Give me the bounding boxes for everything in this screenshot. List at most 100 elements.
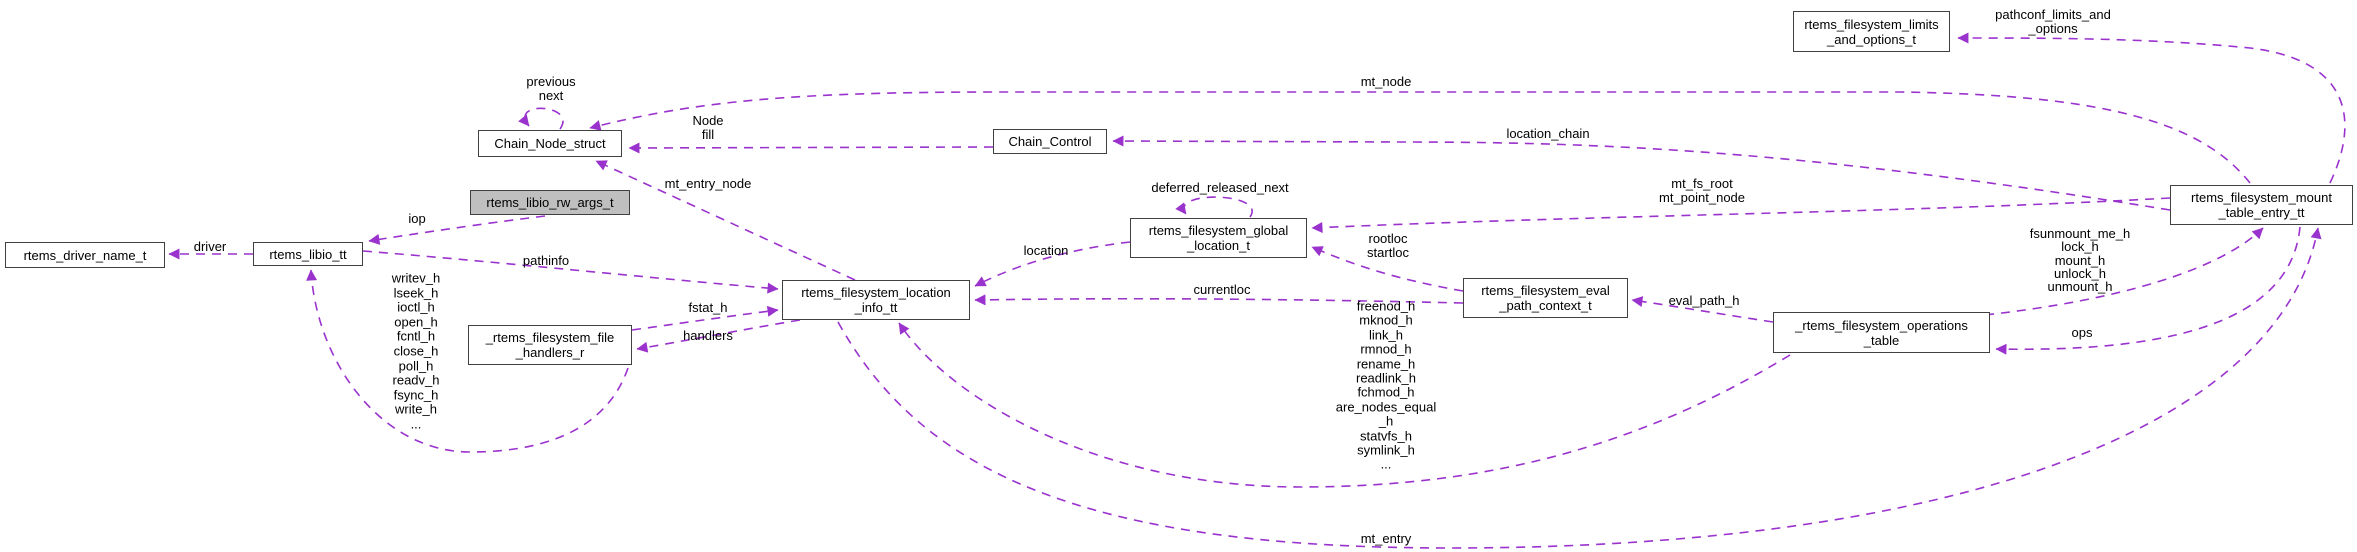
node-label: rtems_libio_rw_args_t <box>486 195 614 210</box>
edge-label-line: mknod_h <box>1359 312 1413 328</box>
edge-label-line: fill <box>701 127 715 142</box>
node-rtems-libio-tt[interactable]: rtems_libio_tt <box>253 242 363 266</box>
edge-label-file-handler-members: writev_h lseek_h ioctl_h open_h fcntl_h … <box>391 270 441 433</box>
node-rtems-filesystem-location-info-tt[interactable]: rtems_filesystem_location _info_tt <box>782 280 970 320</box>
node-label: rtems_filesystem_eval <box>1481 283 1610 298</box>
edge-label-line: symlink_h <box>1357 442 1415 458</box>
edge-label-line: rootloc <box>1368 231 1408 246</box>
edge-handlers <box>636 319 801 353</box>
edge-label-line: are_nodes_equal <box>1335 399 1437 415</box>
node-rtems-filesystem-limits-and-options-t[interactable]: rtems_filesystem_limits _and_options_t <box>1793 11 1950 52</box>
edge-label-line: unlock_h <box>2053 265 2107 281</box>
edge-file-handler-members <box>306 269 629 453</box>
edge-label-line: fchmod_h <box>1357 385 1415 400</box>
edge-label-currentloc: currentloc <box>1193 282 1251 297</box>
node-label: _rtems_filesystem_file <box>485 330 615 345</box>
node-label: _location_t <box>1187 238 1250 253</box>
node-label: rtems_filesystem_mount <box>2191 190 2332 205</box>
edge-label-line: pathconf_limits_and <box>1995 7 2111 22</box>
node-label: Chain_Control <box>1008 134 1092 149</box>
edge-iop <box>368 215 546 245</box>
edge-label-handlers: handlers <box>683 328 733 343</box>
node-label: _and_options_t <box>1827 31 1916 47</box>
node-label: _rtems_filesystem_operations <box>1795 317 1968 333</box>
node-rtems-filesystem-global-location-t[interactable]: rtems_filesystem_global _location_t <box>1130 218 1307 258</box>
edge-label-line: _h <box>1378 413 1394 429</box>
edge-label-line: writev_h <box>391 270 441 286</box>
edge-label-fstat-h: fstat_h <box>688 300 728 315</box>
edge-label-ops: ops <box>2071 325 2093 340</box>
edge-mount-operation-members <box>1984 227 2264 316</box>
edge-eval-path-h <box>1631 296 1774 323</box>
edge-pathinfo <box>362 250 779 294</box>
edge-label-line: poll_h <box>398 358 434 374</box>
node-label: _table <box>1863 332 1900 348</box>
edge-label-line: ioctl_h <box>397 299 435 315</box>
edge-mt-node <box>589 91 2251 184</box>
node-rtems-filesystem-operations-table[interactable]: _rtems_filesystem_operations _table <box>1773 312 1990 353</box>
edge-label-line: lseek_h <box>393 285 439 301</box>
edge-rootloc-startloc <box>1311 246 1464 292</box>
edge-label-line: lock_h <box>2061 239 2099 255</box>
edge-label-eval-path-h: eval_path_h <box>1668 293 1740 308</box>
node-chain-control[interactable]: Chain_Control <box>993 129 1107 154</box>
edge-location-chain <box>1112 135 2171 211</box>
edge-location <box>974 241 1131 287</box>
node-chain-node-struct[interactable]: Chain_Node_struct <box>478 130 622 157</box>
edge-label-line: _options <box>2028 21 2078 36</box>
edge-label-line: write_h <box>395 402 437 418</box>
node-rtems-libio-rw-args-t[interactable]: rtems_libio_rw_args_t <box>470 190 630 215</box>
edge-label-line: mt_fs_root <box>1671 176 1733 191</box>
edge-label-location: location <box>1023 243 1069 258</box>
edge-label-line: link_h <box>1369 327 1403 343</box>
edge-label-location-chain: location_chain <box>1506 126 1590 141</box>
edge-label-line: next <box>538 88 564 103</box>
edge-label-mt-node: mt_node <box>1360 74 1412 89</box>
node-label: _table_entry_tt <box>2218 205 2305 220</box>
edge-label-iop: iop <box>408 211 426 226</box>
edge-label-line: freenod_h <box>1356 298 1416 314</box>
edge-label-line: close_h <box>393 343 439 359</box>
node-label: rtems_driver_name_t <box>23 247 147 263</box>
edge-mt-entry <box>837 227 2322 549</box>
node-rtems-driver-name-t[interactable]: rtems_driver_name_t <box>5 242 165 268</box>
node-rtems-filesystem-eval-path-context-t[interactable]: rtems_filesystem_eval _path_context_t <box>1463 278 1628 318</box>
edge-label-line: Node <box>692 113 724 128</box>
edge-previous-next-self-loop <box>518 107 564 130</box>
node-label: rtems_libio_tt <box>269 246 347 262</box>
node-label: _handlers_r <box>515 345 585 360</box>
node-rtems-filesystem-file-handlers-r[interactable]: _rtems_filesystem_file _handlers_r <box>468 325 632 365</box>
edge-label-rootloc-startloc: rootloc startloc <box>1367 232 1409 260</box>
edge-label-line: open_h <box>394 314 438 330</box>
edge-label-driver: driver <box>193 239 227 254</box>
edge-fstat-h <box>631 305 779 331</box>
edge-label-line: unmount_h <box>2047 278 2113 294</box>
edge-label-pathconf-limits-and-options: pathconf_limits_and _options <box>1995 8 2111 36</box>
node-label: Chain_Node_struct <box>494 136 606 151</box>
edge-label-line: startloc <box>1367 245 1409 260</box>
edge-label-line: mt_point_node <box>1658 190 1746 205</box>
edge-label-operation-members: freenod_h mknod_h link_h rmnod_h rename_… <box>1335 298 1437 473</box>
edge-label-line: rename_h <box>1356 356 1416 372</box>
edge-label-previous-next: previous next <box>526 75 575 103</box>
edge-label-line: ... <box>410 416 422 432</box>
node-rtems-filesystem-mount-table-entry-tt[interactable]: rtems_filesystem_mount _table_entry_tt <box>2170 185 2353 225</box>
edge-label-line: mount_h <box>2054 252 2106 268</box>
edge-label-line: fcntl_h <box>396 329 436 345</box>
edge-label-line: statvfs_h <box>1359 428 1413 444</box>
edge-label-node-fill: Node fill <box>692 114 723 142</box>
edge-currentloc <box>974 294 1464 306</box>
edge-label-line: readlink_h <box>1355 370 1416 386</box>
edge-label-mt-entry-node: mt_entry_node <box>664 176 752 191</box>
edge-ops <box>1995 226 2301 355</box>
edge-label-line: fsunmount_me_h <box>2029 225 2131 241</box>
edge-label-line: ... <box>1380 457 1392 473</box>
edge-node-fill <box>628 142 994 154</box>
edge-label-mt-fs-root-mt-point-node: mt_fs_root mt_point_node <box>1659 177 1745 205</box>
edge-label-mount-operation-members: fsunmount_me_h lock_h mount_h unlock_h u… <box>2029 225 2131 294</box>
node-label: rtems_filesystem_location <box>801 285 951 300</box>
edge-label-pathinfo: pathinfo <box>522 253 570 268</box>
node-label: rtems_filesystem_limits <box>1804 16 1939 32</box>
edge-label-line: readv_h <box>392 372 440 388</box>
